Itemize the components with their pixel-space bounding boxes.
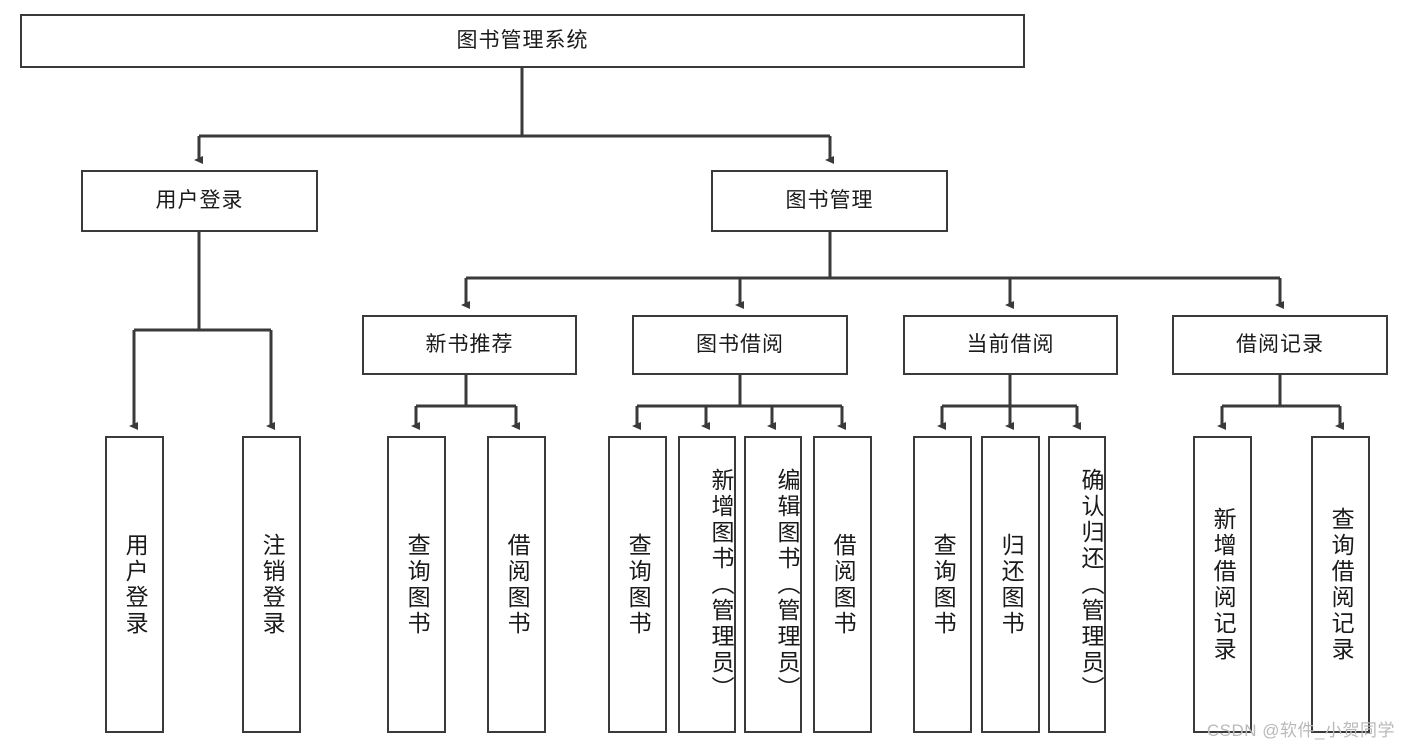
- leaf-borrow-book[interactable]: 借阅图书: [813, 436, 872, 733]
- node-label: 归还图书: [998, 532, 1025, 637]
- node-book-borrow[interactable]: 图书借阅: [632, 315, 848, 375]
- leaf-confirm-return-admin[interactable]: 确认归还（管理员）: [1048, 436, 1106, 733]
- node-label: 编辑图书（管理员）: [774, 467, 800, 702]
- node-label: 图书管理系统: [456, 29, 589, 53]
- leaf-return-book[interactable]: 归还图书: [981, 436, 1040, 733]
- node-label: 图书管理: [785, 189, 874, 213]
- node-label: 查询图书: [930, 532, 957, 637]
- node-label: 用户登录: [155, 189, 244, 213]
- node-label: 查询图书: [625, 532, 652, 637]
- node-label: 图书借阅: [696, 333, 784, 357]
- node-label: 借阅图书: [830, 532, 857, 637]
- watermark: CSDN @软件_小贺同学: [1206, 721, 1395, 740]
- node-label: 确认归还（管理员）: [1078, 467, 1104, 702]
- node-label: 注销登录: [259, 532, 286, 637]
- leaf-add-book-admin[interactable]: 新增图书（管理员）: [678, 436, 736, 733]
- leaf-query-book-borrow[interactable]: 查询图书: [608, 436, 667, 733]
- node-label: 查询图书: [404, 532, 431, 637]
- leaf-query-book-recommend[interactable]: 查询图书: [387, 436, 446, 733]
- node-label: 新增图书（管理员）: [708, 467, 734, 702]
- leaf-edit-book-admin[interactable]: 编辑图书（管理员）: [744, 436, 802, 733]
- node-label: 新增借阅记录: [1210, 506, 1237, 663]
- node-label: 借阅记录: [1236, 333, 1324, 357]
- leaf-query-borrow-record[interactable]: 查询借阅记录: [1311, 436, 1370, 733]
- leaf-add-borrow-record[interactable]: 新增借阅记录: [1193, 436, 1252, 733]
- node-borrow-record[interactable]: 借阅记录: [1172, 315, 1388, 375]
- node-label: 当前借阅: [966, 333, 1055, 357]
- node-current-borrow[interactable]: 当前借阅: [903, 315, 1118, 375]
- node-user-login[interactable]: 用户登录: [81, 170, 318, 232]
- leaf-logout[interactable]: 注销登录: [242, 436, 301, 733]
- node-label: 用户登录: [122, 532, 149, 637]
- leaf-user-login[interactable]: 用户登录: [105, 436, 164, 733]
- node-new-book-recommend[interactable]: 新书推荐: [362, 315, 577, 375]
- leaf-borrow-book-recommend[interactable]: 借阅图书: [487, 436, 546, 733]
- node-root[interactable]: 图书管理系统: [20, 14, 1025, 68]
- node-label: 查询借阅记录: [1328, 506, 1355, 663]
- node-book-management[interactable]: 图书管理: [711, 170, 948, 232]
- node-label: 新书推荐: [425, 333, 514, 357]
- node-label: 借阅图书: [504, 532, 531, 637]
- leaf-query-book-current[interactable]: 查询图书: [913, 436, 972, 733]
